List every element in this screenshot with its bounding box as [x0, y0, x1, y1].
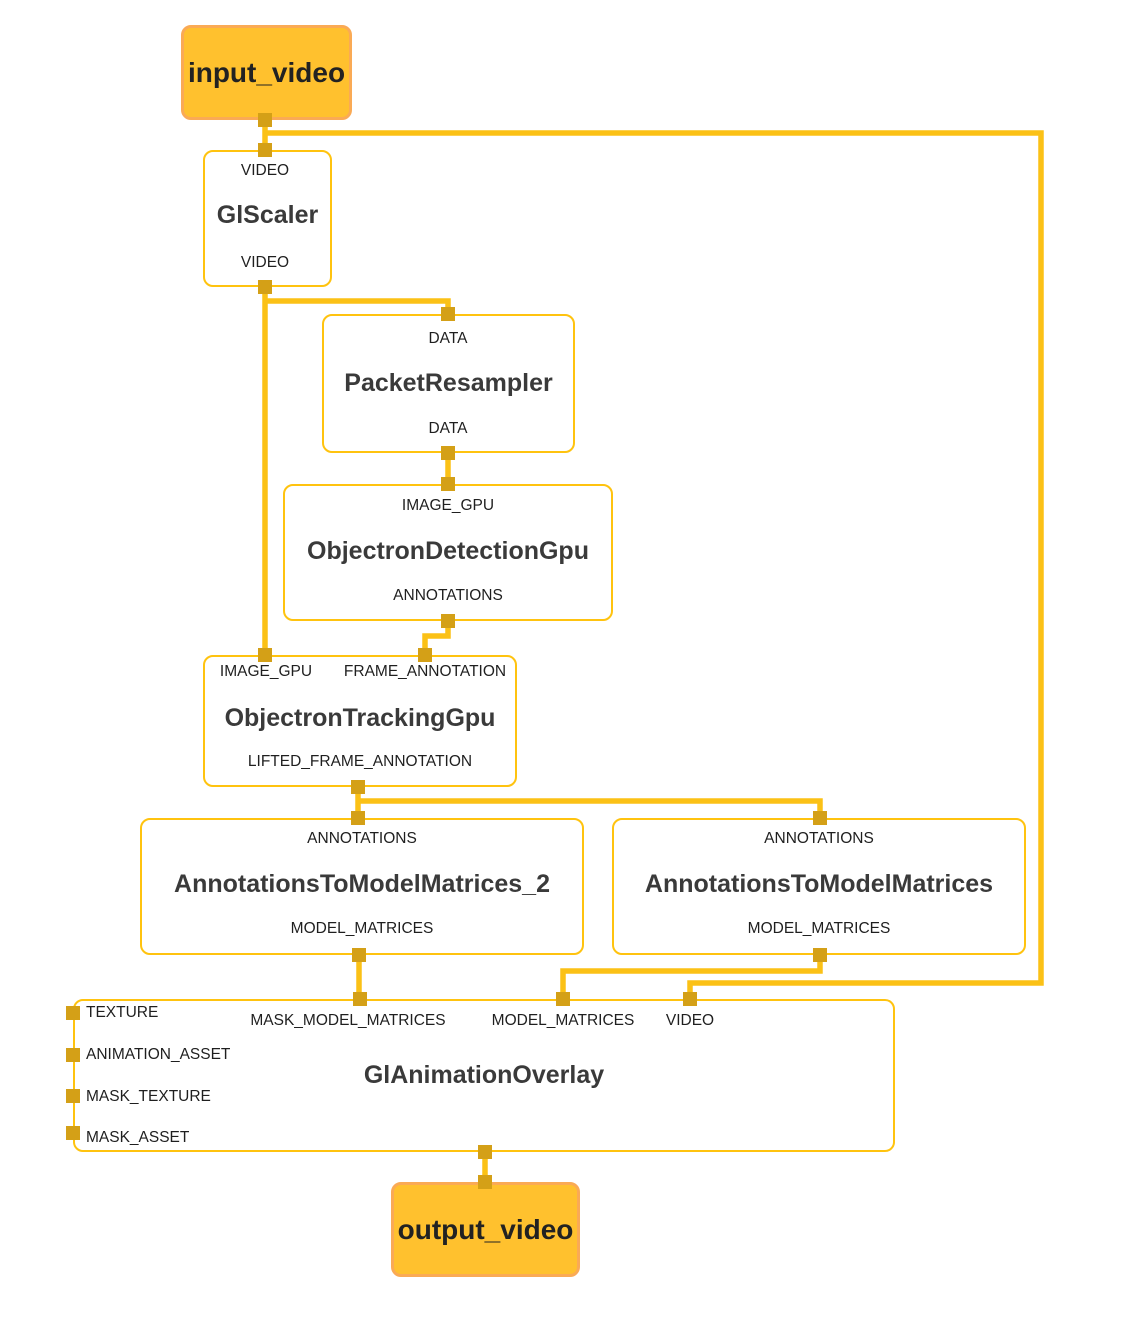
port-label-atm2-out-model-matrices: MODEL_MATRICES [290, 920, 434, 937]
node-input-video[interactable]: input_video [181, 25, 352, 120]
port-label-overlay-in-mask-model-matrices: MASK_MODEL_MATRICES [250, 1012, 446, 1029]
node-title-packet-resampler: PacketResampler [344, 369, 553, 397]
port-label-atm2-in-annotations: ANNOTATIONS [307, 830, 417, 847]
port-label-tracking-in-image-gpu: IMAGE_GPU [219, 663, 313, 680]
node-gl-animation-overlay[interactable] [73, 999, 895, 1152]
port-label-glscaler-in-video: VIDEO [240, 162, 290, 179]
node-title-annotations-to-model-matrices-2: AnnotationsToModelMatrices_2 [174, 870, 550, 898]
node-output-video[interactable]: output_video [391, 1182, 580, 1277]
port-label-resampler-out-data: DATA [428, 420, 468, 437]
port-label-tracking-out-lifted-frame-annotation: LIFTED_FRAME_ANNOTATION [247, 753, 473, 770]
port-label-overlay-in-video: VIDEO [665, 1012, 715, 1029]
port-label-overlay-side-mask-asset: MASK_ASSET [86, 1129, 190, 1146]
edge-atm-to-overlay-model-matrices [560, 955, 823, 1001]
node-title-objectron-tracking-gpu: ObjectronTrackingGpu [224, 704, 496, 732]
port-label-overlay-in-model-matrices: MODEL_MATRICES [491, 1012, 635, 1029]
port-label-atm-out-model-matrices: MODEL_MATRICES [747, 920, 891, 937]
node-title-gl-scaler: GlScaler [216, 201, 319, 229]
output-video-label: output_video [397, 1213, 574, 1245]
port-label-atm-in-annotations: ANNOTATIONS [764, 830, 874, 847]
node-title-annotations-to-model-matrices: AnnotationsToModelMatrices [644, 870, 994, 898]
port-label-tracking-in-frame-annotation: FRAME_ANNOTATION [343, 663, 507, 680]
node-title-gl-animation-overlay: GlAnimationOverlay [363, 1061, 605, 1089]
edge-detection-to-tracking-frame-annotation [422, 621, 451, 657]
input-video-label: input_video [187, 56, 346, 88]
port-label-detection-in-image-gpu: IMAGE_GPU [401, 497, 495, 514]
port-label-overlay-side-animation-asset: ANIMATION_ASSET [86, 1046, 231, 1063]
port-label-resampler-in-data: DATA [428, 330, 468, 347]
node-title-objectron-detection-gpu: ObjectronDetectionGpu [307, 537, 589, 565]
port-label-overlay-side-texture: TEXTURE [86, 1004, 159, 1021]
port-label-overlay-side-mask-texture: MASK_TEXTURE [86, 1088, 211, 1105]
port-label-glscaler-out-video: VIDEO [240, 254, 290, 271]
port-label-detection-out-annotations: ANNOTATIONS [393, 587, 503, 604]
